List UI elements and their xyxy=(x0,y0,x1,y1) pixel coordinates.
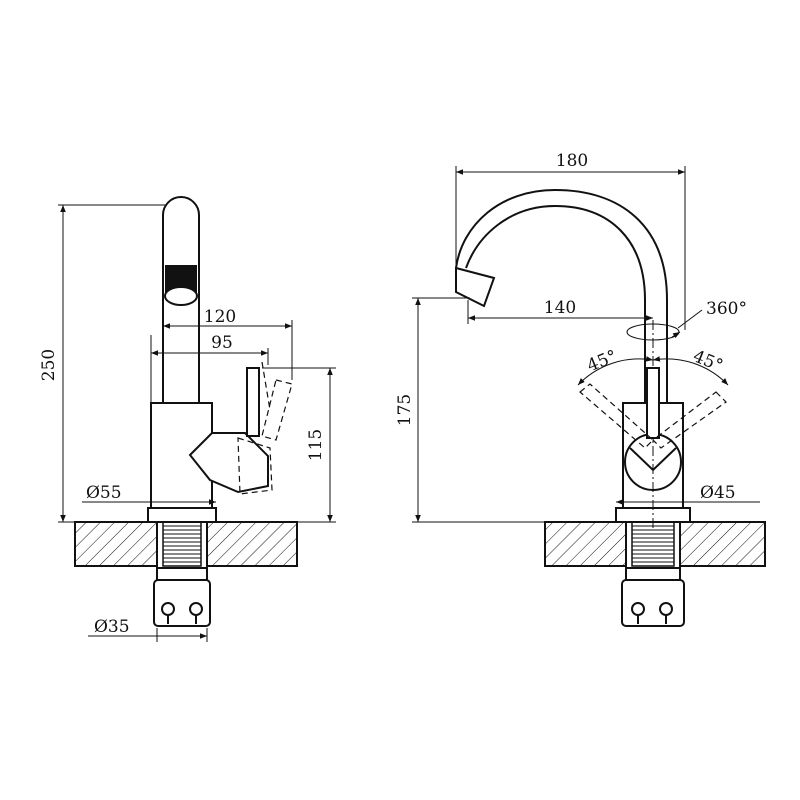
dim-d55: Ø55 xyxy=(86,483,122,503)
spout-right xyxy=(465,204,646,403)
dim-115: 115 xyxy=(306,429,326,461)
angle-arc-right xyxy=(652,356,729,386)
nut-right xyxy=(625,567,681,581)
handle-lever-left xyxy=(246,367,260,437)
dim-120: 120 xyxy=(204,307,236,327)
dim-95: 95 xyxy=(211,333,233,353)
dim-180: 180 xyxy=(556,151,588,171)
front-view: 180 140 175 360° 45° 45° Ø45 xyxy=(395,151,766,627)
dim-45-left: 45° xyxy=(584,346,619,376)
nut-left xyxy=(156,567,208,581)
angle-arc-left xyxy=(577,356,654,386)
dim-140: 140 xyxy=(544,298,576,318)
dim-360: 360° xyxy=(706,299,747,319)
dim-175: 175 xyxy=(395,394,415,426)
dim-250: 250 xyxy=(39,349,59,381)
dim-d45: Ø45 xyxy=(700,483,736,503)
connector-right xyxy=(621,579,685,627)
handle-lever-right xyxy=(646,367,660,439)
dim-d35: Ø35 xyxy=(94,617,130,637)
base-flange-left xyxy=(147,507,217,523)
dim-45-right: 45° xyxy=(690,346,725,376)
side-view: 250 120 95 115 Ø55 Ø35 xyxy=(39,196,336,642)
connector-left xyxy=(153,579,211,627)
